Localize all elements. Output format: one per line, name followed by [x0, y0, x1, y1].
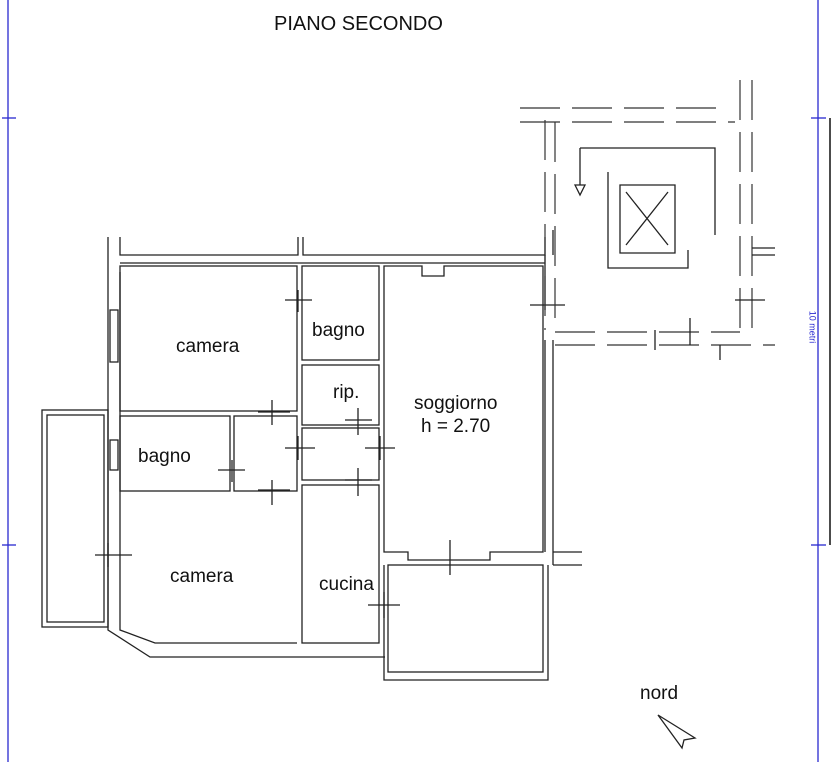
room-label-bagno-top: bagno — [312, 320, 365, 341]
north-arrow-icon — [657, 714, 697, 750]
room-label-camera-top: camera — [176, 336, 240, 357]
stairwell-dashed — [520, 80, 775, 360]
room-label-rip: rip. — [333, 382, 360, 403]
room-label-soggiorno: soggiorno — [414, 393, 498, 414]
north-label: nord — [640, 683, 679, 704]
scale-label: 10 metri — [807, 310, 818, 344]
drawing-title: PIANO SECONDO — [274, 13, 443, 35]
room-label-camera-bottom: camera — [170, 566, 234, 587]
apartment-walls — [41, 230, 582, 681]
room-label-bagno-left: bagno — [138, 446, 191, 467]
room-label-cucina: cucina — [319, 574, 374, 595]
room-height-label: h = 2.70 — [421, 416, 491, 437]
